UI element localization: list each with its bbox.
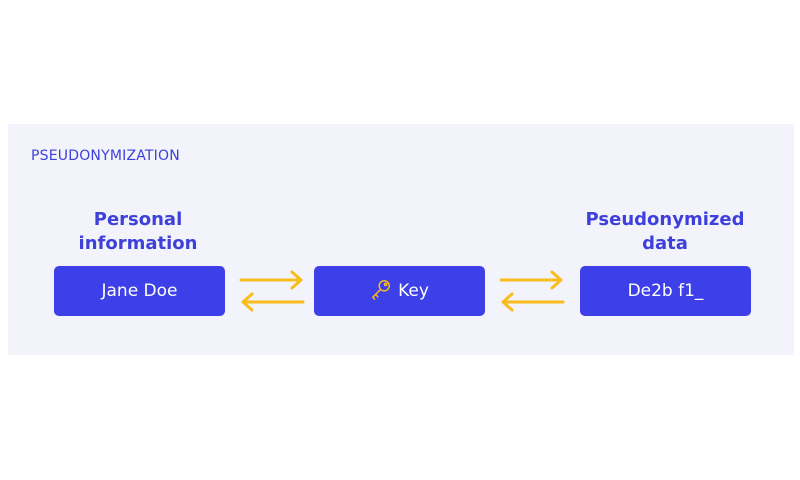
pseudonymized-data-heading: Pseudonymized data bbox=[585, 209, 745, 254]
key-label: Key bbox=[398, 281, 429, 301]
key-box: Key bbox=[314, 266, 485, 316]
personal-information-heading: Personal information bbox=[78, 209, 198, 254]
bidirectional-arrows-icon bbox=[239, 270, 305, 312]
personal-data-value: Jane Doe bbox=[101, 281, 178, 301]
pseudonym-box: De2b f1_ bbox=[580, 266, 751, 316]
diagram-panel: PSEUDONYMIZATION Personal information Ps… bbox=[8, 124, 794, 355]
key-icon bbox=[372, 280, 391, 300]
pseudonym-value: De2b f1_ bbox=[627, 281, 704, 301]
bidirectional-arrows-icon bbox=[499, 270, 565, 312]
diagram-title: PSEUDONYMIZATION bbox=[31, 148, 180, 164]
personal-data-box: Jane Doe bbox=[54, 266, 225, 316]
